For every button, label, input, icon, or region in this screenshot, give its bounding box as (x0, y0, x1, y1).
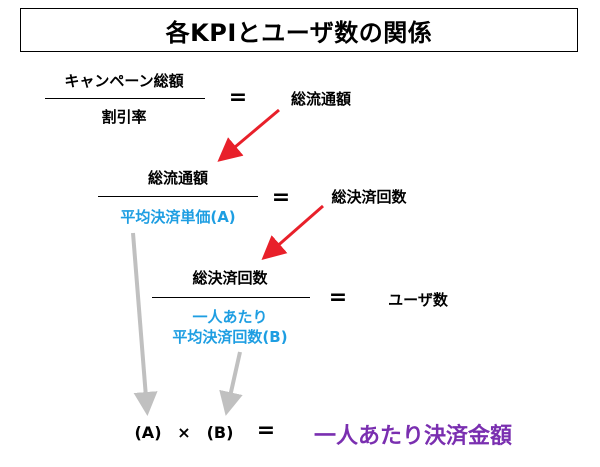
eq4-result: 一人あたり決済金額 (313, 424, 513, 449)
eq3-numerator: 総決済回数 (192, 269, 268, 287)
gray-arrow-b (219, 351, 243, 416)
eq3-fraction-line (152, 297, 310, 298)
eq1-fraction-line (45, 98, 205, 99)
red-arrow-1 (217, 108, 280, 162)
eq1-equals: = (228, 85, 248, 110)
eq2-fraction-line (98, 196, 258, 197)
eq1-numerator: キャンペーン総額 (64, 72, 184, 90)
gray-arrow-a (131, 232, 158, 416)
page-title: 各KPIとユーザ数の関係 (20, 8, 578, 52)
eq2-numerator: 総流通額 (147, 169, 209, 187)
eq2-result: 総決済回数 (331, 188, 407, 206)
eq4-equals: = (256, 418, 276, 443)
eq2-equals: = (271, 185, 291, 210)
eq1-result: 総流通額 (290, 90, 352, 108)
eq4-b: (B) (206, 423, 234, 442)
eq3-equals: = (328, 285, 348, 310)
red-arrow-2 (261, 204, 324, 260)
eq1-denominator: 割引率 (101, 108, 147, 126)
eq4-a: (A) (134, 423, 162, 442)
eq3-denominator-line1: 一人あたり (192, 308, 268, 326)
eq4-times: × (177, 423, 191, 442)
eq2-denominator: 平均決済単価(A) (120, 208, 236, 226)
eq3-denominator-line2: 平均決済回数(B) (172, 328, 288, 346)
eq3-result: ユーザ数 (388, 291, 448, 309)
